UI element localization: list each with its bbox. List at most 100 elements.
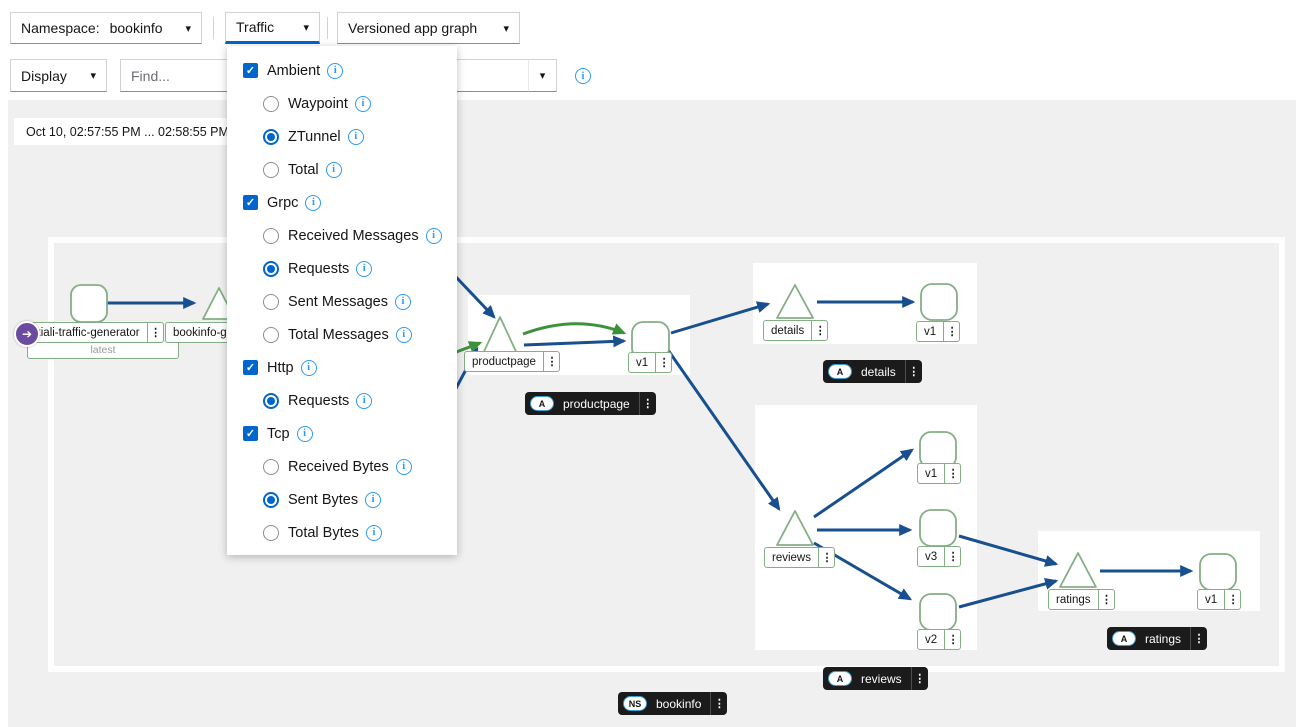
menu-item-ambient[interactable]: Ambient — [227, 54, 457, 87]
info-icon[interactable] — [395, 326, 412, 343]
menu-item-total-bytes[interactable]: Total Bytes — [227, 516, 457, 549]
info-icon[interactable] — [365, 491, 382, 508]
info-icon[interactable] — [365, 524, 382, 541]
kebab-icon[interactable] — [944, 630, 960, 649]
info-icon[interactable] — [347, 128, 364, 145]
kebab-icon[interactable] — [710, 692, 727, 715]
menu-item-ztunnel[interactable]: ZTunnel — [227, 120, 457, 153]
kebab-icon[interactable] — [638, 392, 656, 415]
namespace-dropdown[interactable]: Namespace: bookinfo ▾ — [10, 12, 202, 44]
kebab-icon[interactable] — [943, 322, 959, 341]
radio-selected-icon[interactable] — [263, 128, 279, 145]
label-reviews-v1[interactable]: v1 — [917, 463, 962, 484]
radio-unselected-icon[interactable] — [263, 326, 279, 343]
menu-item-received-messages[interactable]: Received Messages — [227, 219, 457, 252]
info-icon[interactable] — [356, 392, 373, 409]
checkbox-checked-icon[interactable] — [243, 426, 258, 441]
info-icon[interactable] — [425, 227, 442, 244]
label-reviews-app[interactable]: reviews — [764, 547, 835, 568]
node-ratings-v1[interactable] — [1199, 553, 1237, 591]
kebab-icon[interactable] — [1097, 590, 1114, 609]
badge-ratings-app[interactable]: A ratings — [1107, 627, 1208, 650]
label-kiali-traffic-generator[interactable]: kiali-traffic-generator — [27, 322, 164, 343]
radio-selected-icon[interactable] — [263, 392, 279, 409]
checkbox-checked-icon[interactable] — [243, 195, 258, 210]
kebab-icon[interactable] — [944, 547, 960, 566]
radio-selected-icon[interactable] — [263, 260, 279, 277]
label-bookinfo-gateway[interactable]: bookinfo-ga — [165, 322, 242, 343]
node-reviews-v2[interactable] — [919, 593, 957, 631]
traffic-dropdown[interactable]: Traffic ▾ — [225, 12, 320, 44]
badge-reviews-app[interactable]: A reviews — [823, 667, 928, 690]
badge-productpage-app[interactable]: A productpage — [525, 392, 656, 415]
label-productpage-v1[interactable]: v1 — [628, 352, 673, 373]
checkbox-checked-icon[interactable] — [243, 360, 258, 375]
graph-help-info-icon[interactable] — [575, 68, 591, 84]
edge-productpagev1-reviews[interactable] — [666, 349, 781, 511]
edge-reviewsv3-ratings[interactable] — [958, 534, 1059, 567]
label-reviews-v2[interactable]: v2 — [917, 629, 962, 650]
badge-namespace-bookinfo[interactable]: NS bookinfo — [618, 692, 728, 715]
node-kiali-traffic-generator[interactable] — [70, 284, 108, 323]
label-details-v1[interactable]: v1 — [916, 321, 961, 342]
graph-type-dropdown[interactable]: Versioned app graph ▾ — [337, 12, 520, 44]
node-ratings-app[interactable] — [1059, 552, 1097, 588]
radio-unselected-icon[interactable] — [263, 524, 279, 541]
menu-item-received-bytes[interactable]: Received Bytes — [227, 450, 457, 483]
info-icon[interactable] — [300, 359, 317, 376]
info-icon[interactable] — [296, 425, 313, 442]
kebab-icon[interactable] — [542, 352, 559, 371]
node-reviews-app[interactable] — [776, 510, 814, 546]
radio-unselected-icon[interactable] — [263, 227, 279, 244]
kebab-icon[interactable] — [910, 667, 928, 690]
menu-item-grpc-requests[interactable]: Requests — [227, 252, 457, 285]
menu-item-waypoint[interactable]: Waypoint — [227, 87, 457, 120]
radio-unselected-icon[interactable] — [263, 95, 279, 112]
radio-unselected-icon[interactable] — [263, 161, 279, 178]
radio-unselected-icon[interactable] — [263, 293, 279, 310]
label-reviews-v3[interactable]: v3 — [917, 546, 962, 567]
edge-reviewsv2-ratings[interactable] — [958, 578, 1059, 609]
menu-item-total-messages[interactable]: Total Messages — [227, 318, 457, 351]
menu-item-tcp[interactable]: Tcp — [227, 417, 457, 450]
info-icon[interactable] — [327, 62, 344, 79]
label-ratings-v1[interactable]: v1 — [1197, 589, 1242, 610]
kebab-icon[interactable] — [817, 548, 834, 567]
menu-item-http[interactable]: Http — [227, 351, 457, 384]
kebab-icon[interactable] — [146, 323, 163, 342]
display-dropdown[interactable]: Display ▾ — [10, 59, 107, 92]
node-reviews-v3[interactable] — [919, 509, 957, 547]
menu-item-sent-messages[interactable]: Sent Messages — [227, 285, 457, 318]
info-icon[interactable] — [356, 260, 373, 277]
kebab-icon[interactable] — [1190, 627, 1207, 650]
edge-productpagev1-details[interactable] — [670, 301, 771, 335]
kebab-icon[interactable] — [944, 464, 960, 483]
kebab-icon[interactable] — [904, 360, 922, 383]
node-details-v1[interactable] — [920, 283, 958, 321]
info-icon[interactable] — [394, 293, 411, 310]
kebab-icon[interactable] — [655, 353, 671, 372]
info-icon[interactable] — [395, 458, 412, 475]
label-productpage-app[interactable]: productpage — [464, 351, 560, 372]
menu-item-grpc[interactable]: Grpc — [227, 186, 457, 219]
radio-selected-icon[interactable] — [263, 491, 279, 508]
label-ratings-app[interactable]: ratings — [1048, 589, 1115, 610]
checkbox-checked-icon[interactable] — [243, 63, 258, 78]
kebab-icon[interactable] — [811, 321, 827, 340]
node-details-app[interactable] — [776, 284, 814, 319]
radio-unselected-icon[interactable] — [263, 458, 279, 475]
kebab-icon[interactable] — [1224, 590, 1240, 609]
hide-input-caret[interactable]: ▾ — [528, 59, 557, 92]
menu-item-http-requests[interactable]: Requests — [227, 384, 457, 417]
label-details-app[interactable]: details — [763, 320, 829, 341]
edge-productpage-v1-http[interactable] — [522, 322, 627, 336]
edge-productpage-v1-tcp[interactable] — [523, 335, 627, 348]
badge-details-app[interactable]: A details — [823, 360, 922, 383]
info-icon[interactable] — [325, 161, 342, 178]
menu-item-sent-bytes[interactable]: Sent Bytes — [227, 483, 457, 516]
info-icon[interactable] — [305, 194, 322, 211]
edge-reviews-v1[interactable] — [813, 448, 914, 519]
info-icon[interactable] — [354, 95, 371, 112]
menu-item-ambient-total[interactable]: Total — [227, 153, 457, 186]
